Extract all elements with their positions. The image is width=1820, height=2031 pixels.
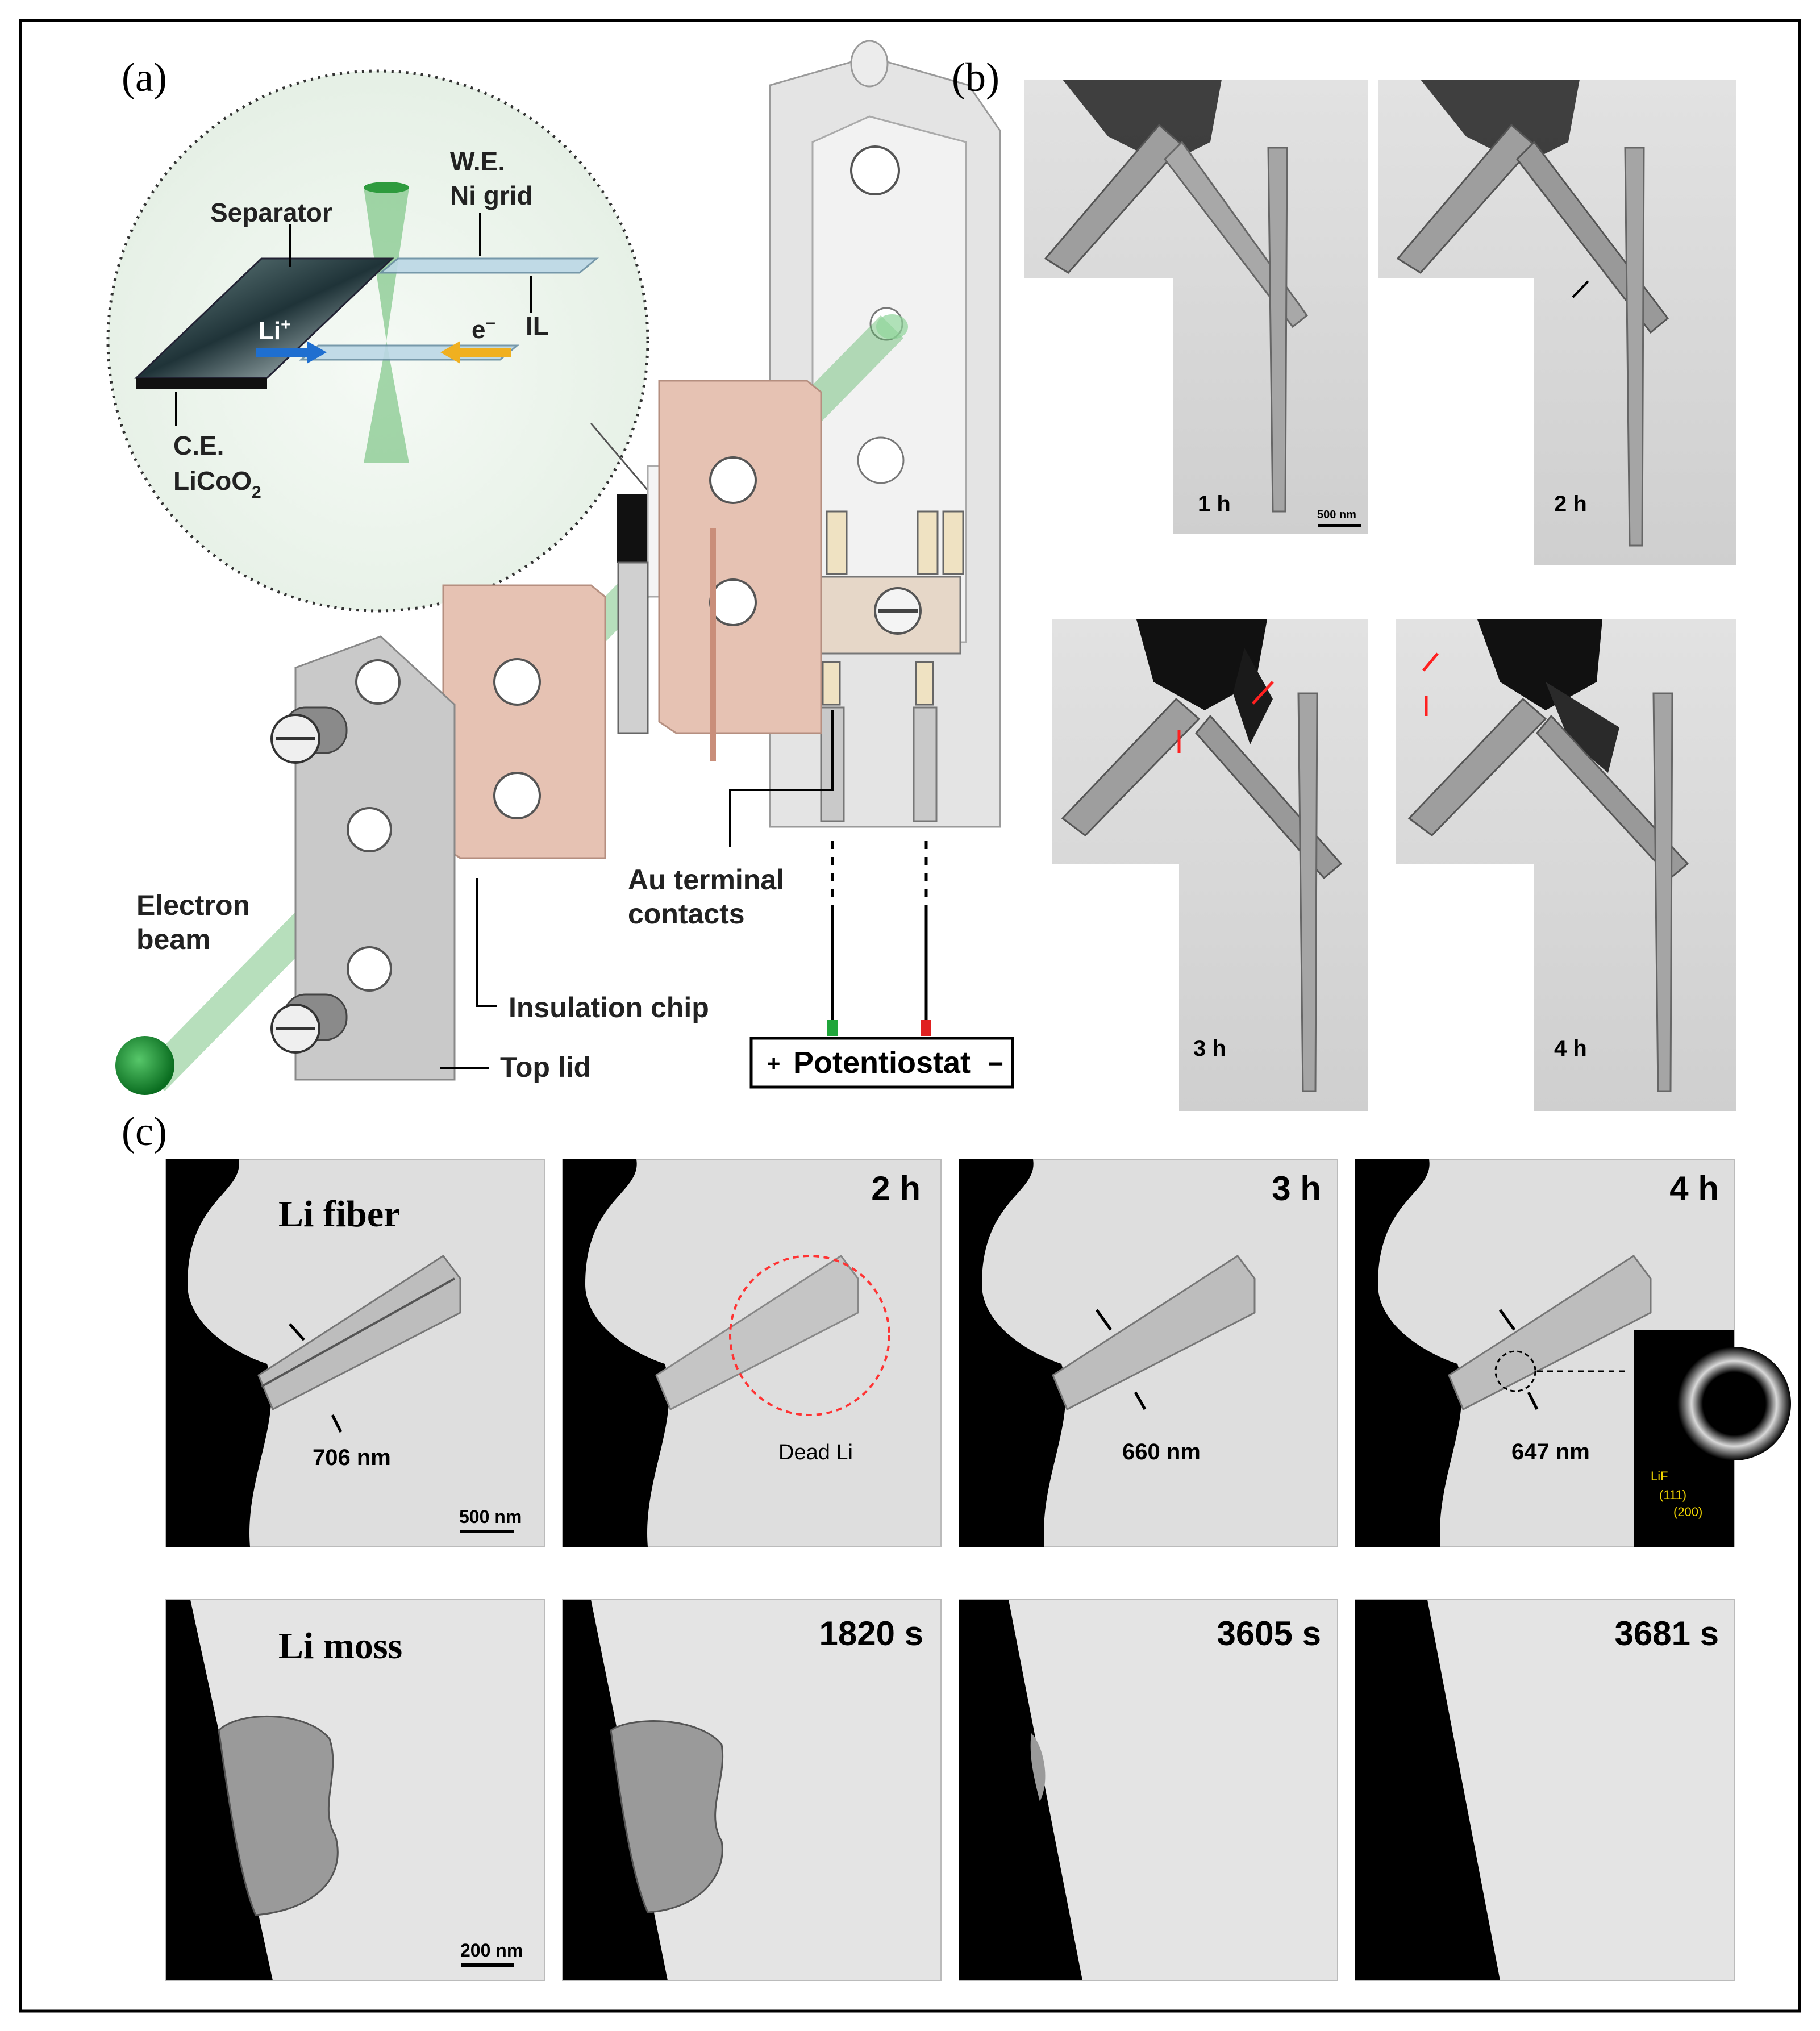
frame-1h-time: 1 h [1198,492,1231,517]
top-lid-hole-1 [355,659,401,705]
rear-chip-hole-1 [709,456,757,504]
moss-frame-1: Li moss 200 nm [165,1599,545,1981]
au-contacts-label-line1: Au terminal [628,864,784,896]
moss-scalebar-label: 200 nm [460,1940,523,1961]
frame-3h-time: 3 h [1193,1036,1226,1061]
dead-li-circle [729,1255,890,1416]
frame-4h-time: 4 h [1554,1036,1587,1061]
frame-1h-scalebar [1318,524,1361,527]
top-lid-label: Top lid [500,1051,591,1083]
holder-hole-1 [850,145,900,195]
fiber-frame-3h: 660 nm 3 h [959,1159,1338,1547]
inset-circle [106,69,649,613]
au-contacts-label-line2: contacts [628,898,745,930]
moss-frame-1820s-time: 1820 s [819,1614,923,1653]
moss-frame-3605s-time: 3605 s [1217,1614,1321,1653]
top-lid-hole-3 [347,946,392,992]
moss-frame-3681s: 3681 s [1355,1599,1735,1981]
fiber-frame-2h: Dead Li 2 h [562,1159,942,1547]
potentiostat-plus: + [767,1051,780,1076]
li-ion-label: Li+ [259,315,291,345]
top-lid-screw-1 [270,706,348,764]
fiber-frame-2h-time: 2 h [871,1170,921,1208]
insulation-chip-hole-2 [493,772,541,819]
counter-electrode-edge [136,378,267,389]
saed-200-label: (200) [1673,1505,1702,1519]
tem-frame-4h: 4 h [1396,619,1736,1111]
insulation-chip-label: Insulation chip [509,992,709,1023]
chip-rod [617,561,649,734]
panel-b-label: (b) [952,55,999,100]
li-ion-arrow [256,341,327,364]
tem-frame-3h: 3 h [1052,619,1368,1111]
contact-pad-1 [826,510,848,575]
fiber-frame-3h-time: 3 h [1272,1170,1321,1208]
fiber-measure-706: 706 nm [313,1445,391,1470]
plus-terminal [827,1020,838,1036]
dead-li-label: Dead Li [778,1441,853,1464]
fiber-frame-4h-time: 4 h [1669,1170,1719,1208]
saed-111-label: (111) [1659,1488,1686,1502]
electron-arrow [440,341,511,364]
potentiostat-label: Potentiostat [793,1046,971,1080]
electron-beam-label-line2: beam [136,923,211,955]
contact-pad-3 [942,510,964,575]
fiber-scalebar [460,1530,514,1533]
inset-beam-lower [364,341,409,463]
rear-chip-hole-2 [709,578,757,626]
top-lid-hole-2 [347,807,392,852]
contact-pad-5 [915,661,934,706]
electron-beam-end [115,1036,174,1095]
frame-3h-red-arrow-2 [1252,681,1274,705]
potentiostat-box [749,1037,1014,1089]
we-label-line1: W.E. [450,147,505,176]
insulation-chip-hole-1 [493,658,541,706]
we-label-line2: Ni grid [450,181,533,210]
holder-rod-2 [913,706,938,822]
contact-pad-4 [822,661,841,706]
moss-frame-3605s: 3605 s [959,1599,1338,1981]
separator-label: Separator [210,198,332,227]
minus-terminal [921,1020,931,1036]
panel-a: (a) Separator W.E. Ni grid IL Li+ e− C.E… [106,40,1014,1095]
panel-c: (c) Li fiber 706 nm 500 nm Dead Li 2 h [122,1109,1791,1981]
panel-c-label: (c) [122,1109,167,1154]
moss-frame-1820s: 1820 s [562,1599,942,1981]
ni-grid-strip [378,257,599,274]
electron-beam-label-line1: Electron [136,889,250,921]
frame-4h-red-arrow-1 [1422,652,1439,672]
moss-frame-3681s-time: 3681 s [1614,1614,1719,1653]
fiber-frame-1: Li fiber 706 nm 500 nm [165,1159,545,1547]
panel-b: (b) 1 h 500 nm 2 h [952,55,1736,1111]
fiber-row-title: Li fiber [278,1193,400,1235]
fiber-scalebar-label: 500 nm [459,1506,522,1527]
fiber-measure-647: 647 nm [1511,1439,1590,1464]
frame-2h-time: 2 h [1554,492,1587,517]
fiber-frame-4h: 647 nm 4 h LiF (111) (200) [1355,1159,1791,1547]
moss-scalebar [461,1963,514,1967]
holder-hole-3 [857,436,905,484]
au-contacts-leader [729,710,834,847]
saed-lif-label: LiF [1651,1469,1668,1483]
inset-beam-top [364,182,409,193]
contact-pad-2 [917,510,939,575]
frame-1h-scalebar-label: 500 nm [1317,509,1356,521]
potentiostat-minus: − [988,1049,1003,1079]
tem-frame-2h: 2 h [1378,80,1736,565]
rear-insulation-chip [658,380,822,734]
ce-label-line1: C.E. [173,431,224,460]
ce-label-line2: LiCoO2 [173,466,261,502]
holder-knob [850,40,889,88]
fiber-measure-660: 660 nm [1122,1439,1201,1464]
tem-frame-1h: 1 h 500 nm [1024,80,1368,534]
il-label: IL [526,311,549,341]
insulation-chip-leader [476,878,497,1007]
moss-row-title: Li moss [278,1625,402,1667]
panel-a-label: (a) [122,55,167,100]
electron-beam-top [876,314,908,339]
top-lid-screw-2 [270,993,348,1054]
electron-label: e− [472,314,495,344]
li-moss-cluster [218,1715,339,1916]
